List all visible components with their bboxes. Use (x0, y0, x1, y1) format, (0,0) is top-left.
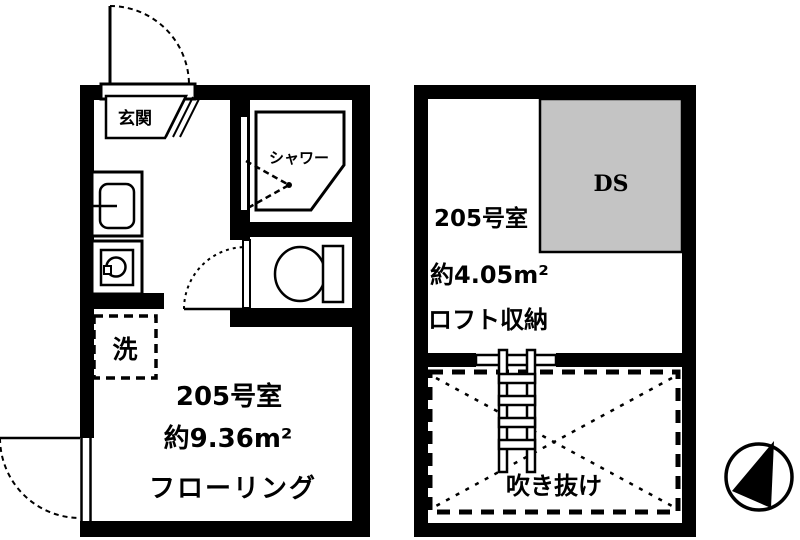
laundry-space (92, 314, 158, 380)
laundry-label: 洗 (112, 335, 137, 364)
toilet-doorway (242, 239, 251, 309)
loft-wall-left (414, 85, 428, 537)
loft-wall-bottom (414, 523, 696, 537)
main-floor-plan: 玄関 洗 シャワー (0, 5, 370, 537)
kitchen-counter-stub (80, 293, 164, 309)
void-diagonal-2 (435, 376, 673, 508)
room-name-label: 205号室 (176, 381, 282, 412)
wall-shower-toilet-divider (230, 222, 352, 237)
entrance-door-icon (108, 5, 190, 86)
void-dashed-border (427, 369, 681, 515)
balcony-door-arc-icon (0, 437, 81, 519)
void-label-backing (498, 470, 610, 500)
toilet-door-arc-icon (183, 246, 247, 310)
loft-room-name-label: 205号室 (434, 205, 528, 232)
loft-wall-right (682, 85, 696, 537)
entrance-label: 玄関 (118, 108, 152, 129)
sink-icon (90, 170, 144, 238)
loft-walls (414, 85, 696, 537)
void-area (427, 369, 681, 515)
flooring-label: フローリング (149, 474, 317, 504)
loft-floor-plan: DS 205号室 約4.05m² ロフト収納 吹き抜け (414, 85, 696, 537)
ds-label: DS (594, 171, 629, 197)
shower-door-slit (241, 117, 247, 210)
room-area-label: 約9.36m² (164, 423, 293, 454)
entrance-door-arc-icon (109, 5, 190, 86)
wall-toilet-bottom (230, 308, 352, 327)
balcony-door-frame (80, 438, 92, 521)
shower-pan-icon (254, 110, 346, 212)
wall-top-right-segment (194, 85, 370, 100)
wall-right (352, 85, 370, 537)
north-arrow-icon (732, 441, 774, 508)
main-floor-walls (80, 85, 370, 537)
loft-area-label: 約4.05m² (430, 261, 549, 289)
genkan-area (104, 94, 189, 140)
wall-bottom (80, 521, 370, 537)
stove-icon (90, 239, 144, 296)
ds-box (538, 97, 684, 254)
shower-label: シャワー (269, 149, 329, 167)
toilet-icon (273, 244, 345, 304)
compass-icon (724, 441, 794, 512)
genkan-hatch-lines (165, 96, 201, 138)
ladder-icon (474, 348, 558, 474)
toilet-door-icon (183, 239, 251, 311)
loft-storage-label: ロフト収納 (428, 306, 548, 334)
loft-wall-mid-left (414, 353, 476, 367)
void-label: 吹き抜け (506, 472, 602, 500)
loft-wall-mid-right (556, 353, 696, 367)
shower-folding-door-icon (245, 159, 292, 211)
balcony-door-icon (0, 436, 81, 519)
loft-wall-top (414, 85, 696, 99)
